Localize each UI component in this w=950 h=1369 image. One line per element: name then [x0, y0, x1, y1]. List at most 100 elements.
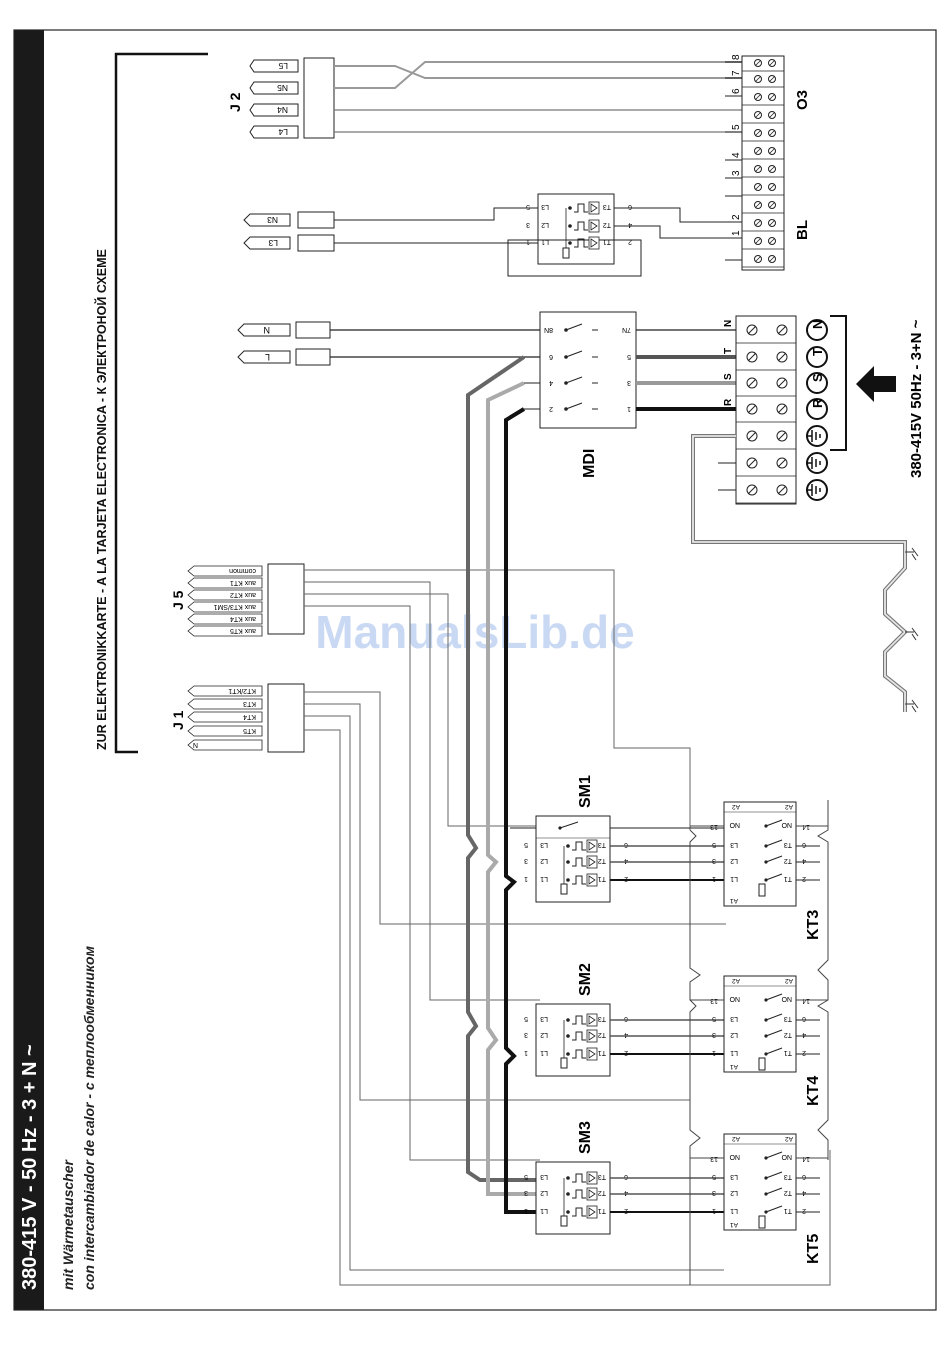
phase-letter: R [723, 398, 734, 406]
connector-j1-label: J 1 [170, 710, 186, 730]
a2-label: A2 [785, 1135, 793, 1142]
kt3-label: KT3 [805, 910, 822, 940]
relay-pin-number: 6 [624, 1173, 628, 1180]
o3-terminal-number: 3 [731, 170, 742, 176]
relay-pin-label: L2 [541, 221, 549, 228]
svg-text:N3: N3 [267, 215, 278, 225]
o3-terminal-number: 8 [731, 54, 742, 60]
contactor-pin-number: 1 [712, 1207, 716, 1214]
o3-terminal-number: 2 [731, 214, 742, 220]
phase-circle-label: S [810, 373, 825, 382]
top-relay-wires [334, 207, 742, 244]
o3-terminal-number: 1 [731, 230, 742, 236]
mdi-label: MDI [581, 449, 598, 478]
cable-n3: N3 [243, 211, 335, 229]
j5-pin-label: aux KT4 [230, 615, 256, 622]
relay-pin-number: 6 [624, 1015, 628, 1022]
subtitle-spanish-russian: con intercambiador de calor - с теплообм… [81, 945, 97, 1290]
mdi-wires [330, 329, 736, 358]
relay-pin-number: 4 [624, 857, 628, 864]
relay-pin-label: L1 [540, 875, 548, 882]
contactor-pin-label: T3 [784, 1015, 792, 1022]
relay-pin-number: 1 [524, 875, 528, 882]
relay-pin-number: 3 [524, 1031, 528, 1038]
sm2-label: SM2 [577, 963, 594, 996]
relay-pin-label: L2 [540, 857, 548, 864]
relay-pin-label: T1 [603, 238, 611, 245]
contactor-pin-number: 3 [712, 857, 716, 864]
svg-text:N4: N4 [277, 105, 288, 115]
contactor-pin-number: 6 [802, 841, 806, 848]
a2-label: A2 [732, 977, 740, 984]
phase-symbol-icon [806, 398, 828, 420]
svg-text:L: L [265, 352, 270, 362]
phase-symbol-icon [806, 319, 828, 341]
contactor-pin-label: L2 [730, 1031, 738, 1038]
relay-pin-number: 1 [524, 1049, 528, 1056]
relay-pin-label: T1 [598, 1207, 606, 1214]
phase-circle-label: N [810, 320, 825, 329]
phase-circle-label: T [810, 348, 825, 356]
no-label: NO [729, 995, 740, 1002]
no-label: NO [781, 995, 792, 1002]
contactor-pin-label: T3 [784, 841, 792, 848]
j5-pin-label: aux KT5 [230, 627, 256, 634]
electronic-board-label: ZUR ELEKTRONIKKARTE - A LA TARJETA ELECT… [94, 249, 109, 750]
contactor-pin-number: 1 [712, 875, 716, 882]
a1-label: A1 [730, 1063, 738, 1070]
relay-pin-label: T2 [598, 1189, 606, 1196]
contactor-pin-label: T2 [784, 857, 792, 864]
contactor-pin-number: 3 [712, 1031, 716, 1038]
j1-pin: KT4 [187, 711, 263, 723]
j2-pin-n5: N5 [249, 81, 299, 95]
relay-pin-label: L1 [540, 1207, 548, 1214]
contactor-pin-number: 6 [802, 1173, 806, 1180]
o3-terminal-number: 4 [731, 152, 742, 158]
relay-pin-label: T3 [598, 1173, 606, 1180]
relay-pin-number: 6 [624, 841, 628, 848]
relay-pin-label: L2 [540, 1189, 548, 1196]
cable-n: N [237, 321, 331, 339]
contactor-pin-label: L3 [730, 841, 738, 848]
j5-pin: aux KT5 [187, 625, 263, 637]
j1-pin: N [187, 739, 263, 751]
mdi-pin-right: 1 [627, 405, 631, 412]
earth-cable [691, 434, 919, 713]
mdi-pin-right: 7N [622, 326, 631, 333]
contactor-pin-label: L2 [730, 1189, 738, 1196]
contactor-pin-label: L1 [730, 875, 738, 882]
phase-letter: T [723, 348, 734, 354]
relay-pin-number: 5 [524, 1015, 528, 1022]
contactor-pin-number: 5 [712, 1173, 716, 1180]
contactor-pin-label: L3 [730, 1015, 738, 1022]
j2-pin-n4: N4 [249, 103, 299, 117]
a2-label: A2 [732, 1135, 740, 1142]
j5-pin-label: aux KT1 [230, 579, 256, 586]
j5-wires [304, 569, 691, 1161]
terminal-bl-label: BL [794, 220, 811, 240]
contactor-pin-label: L1 [730, 1207, 738, 1214]
j1-pin-label: N [193, 741, 198, 748]
relay-pin-label: L3 [540, 841, 548, 848]
subtitle-german: mit Wärmetauscher [60, 1159, 76, 1290]
j1-wires [304, 691, 831, 1286]
mdi-pin-left: 4 [549, 379, 553, 386]
contactor-pin-label: T1 [784, 1049, 792, 1056]
relay-pin-number: 5 [524, 1173, 528, 1180]
connector-j2-label: J 2 [227, 92, 243, 112]
contactor-pin-label: L3 [730, 1173, 738, 1180]
mdi-pin-right: 3 [627, 379, 631, 386]
j1-pin-label: KT3 [243, 700, 256, 707]
relay-pin-label: T2 [598, 1031, 606, 1038]
relay-pin-label: T3 [598, 841, 606, 848]
contactor-pin-number: 5 [712, 841, 716, 848]
o3-terminal-number: 7 [731, 70, 742, 76]
svg-text:L5: L5 [278, 61, 288, 71]
supply-voltage-label: 380-415V 50Hz - 3+N ~ [908, 319, 925, 478]
relay-pin-number: 5 [526, 203, 530, 210]
